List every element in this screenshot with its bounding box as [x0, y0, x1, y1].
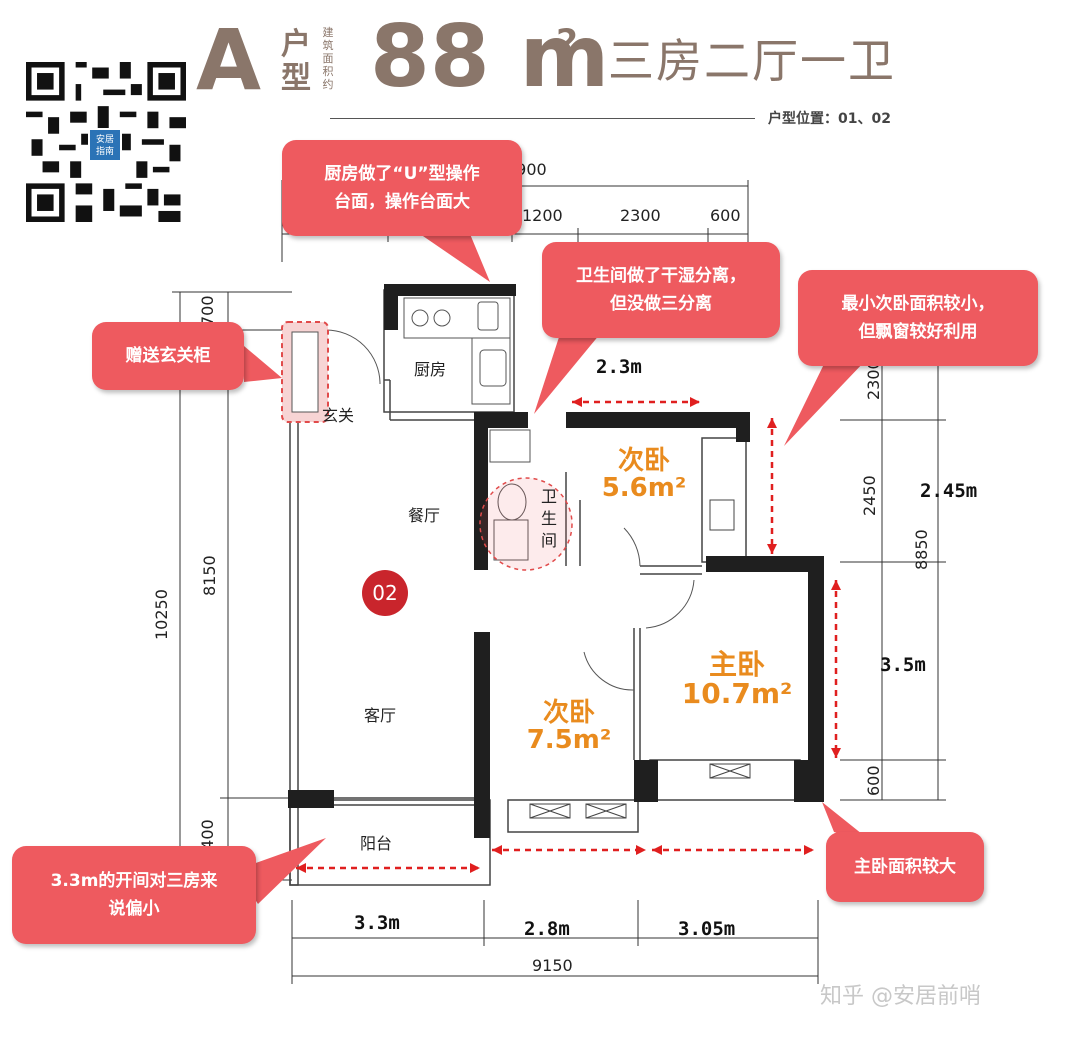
entry-callout-tail [244, 346, 282, 382]
room-balcony: 阳台 [360, 834, 393, 853]
callout-small-bedroom-line-1: 最小次卧面积较小， [841, 294, 995, 314]
area-value: 88 m [370, 7, 610, 107]
bedroom-second-area: 7.5m² [526, 725, 612, 756]
room-living: 客厅 [364, 706, 397, 725]
callout-living-line-2: 说偏小 [108, 899, 160, 919]
room-master-bedroom: 主卧 10.7m² [680, 650, 794, 709]
dim-left-total: 10250 [152, 589, 171, 640]
dim-top-4: 2300 [620, 206, 661, 225]
measure-bathroom-width: 2.3m [596, 356, 642, 378]
bedroom-small-area: 5.6m² [601, 473, 687, 504]
unit-number-badge: 02 [362, 570, 408, 616]
unit-type-word: 户 型 [278, 28, 314, 96]
qr-badge-line-1: 安居 [95, 135, 114, 145]
bedroom-second-name: 次卧 [542, 698, 595, 728]
dim-right-2: 2450 [860, 475, 879, 516]
unit-type-char-2: 型 [281, 61, 311, 96]
room-bedroom-second: 次卧 7.5m² [514, 698, 624, 756]
callout-living-line-1: 3.3m的开间对三房来 [50, 871, 218, 891]
callout-entry: 赠送玄关柜 [92, 322, 244, 390]
qr-logo-badge: 安居 指南 [88, 128, 122, 162]
smallbed-callout-tail [784, 360, 866, 446]
living-callout-tail [236, 838, 326, 904]
room-configuration: 三房二厅一卫 [608, 34, 896, 88]
callout-master: 主卧面积较大 [826, 832, 984, 902]
header-divider [330, 118, 755, 119]
callout-bathroom: 卫生间做了干湿分离， 但没做三分离 [542, 242, 780, 338]
measure-living-width: 3.3m [354, 912, 400, 934]
dim-right-total: 8850 [912, 529, 931, 570]
dim-top-5: 600 [710, 206, 741, 225]
callout-kitchen-line-2: 台面，操作台面大 [334, 192, 470, 212]
room-bathroom: 卫 生 间 [540, 486, 558, 552]
room-bedroom-small: 次卧 5.6m² [594, 446, 694, 504]
kitchen-callout-tail [420, 234, 490, 282]
unit-type-letter: A [196, 11, 262, 109]
qr-badge-line-2: 指南 [95, 147, 114, 157]
master-bedroom-area: 10.7m² [681, 677, 793, 711]
callout-small-bedroom: 最小次卧面积较小， 但飘窗较好利用 [798, 270, 1038, 366]
room-entry: 玄关 [322, 406, 355, 425]
dim-top-3: 1200 [522, 206, 563, 225]
room-dining: 餐厅 [408, 506, 441, 525]
watermark: 知乎 @安居前哨 [820, 984, 981, 1009]
callout-kitchen-line-1: 厨房做了“U”型操作 [324, 164, 480, 184]
master-bedroom-name: 主卧 [708, 648, 765, 681]
room-bathroom-char-2: 生 [540, 509, 557, 528]
bedroom-small-name: 次卧 [617, 446, 670, 476]
area-label: 建筑面积约 [322, 26, 334, 91]
measure-small-bedroom-depth: 2.45m [920, 480, 978, 502]
callout-bathroom-line-2: 但没做三分离 [610, 294, 712, 314]
room-bathroom-char-3: 间 [540, 531, 557, 550]
dim-bottom-total: 9150 [532, 956, 573, 975]
unit-type-char-1: 户 [281, 27, 311, 62]
bathroom-highlight [479, 477, 573, 571]
room-bathroom-char-1: 卫 [540, 487, 557, 506]
measure-bedroom-width: 2.8m [524, 918, 570, 940]
dim-right-3: 600 [864, 765, 883, 796]
room-kitchen: 厨房 [414, 360, 447, 379]
callout-kitchen: 厨房做了“U”型操作 台面，操作台面大 [282, 140, 522, 236]
bathroom-callout-tail [534, 334, 600, 414]
measure-master-depth: 3.5m [880, 654, 926, 676]
unit-position: 户型位置：01、02 [768, 111, 891, 127]
callout-small-bedroom-line-2: 但飘窗较好利用 [858, 322, 978, 342]
area-superscript: 2 [556, 22, 579, 60]
callout-bathroom-line-1: 卫生间做了干湿分离， [576, 266, 746, 286]
dim-left-2: 8150 [200, 555, 219, 596]
callout-living: 3.3m的开间对三房来 说偏小 [12, 846, 256, 944]
measure-master-width: 3.05m [678, 918, 736, 940]
